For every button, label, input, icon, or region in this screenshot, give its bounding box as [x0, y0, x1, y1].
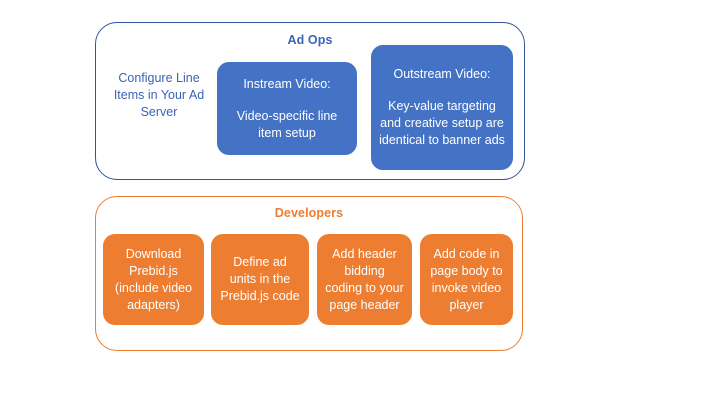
- card-invoke-video-player: Add code in page body to invoke video pl…: [420, 234, 513, 325]
- card-outstream-video-body: Key-value targeting and creative setup a…: [379, 99, 505, 147]
- card-download-prebid-body: Download Prebid.js (include video adapte…: [114, 246, 193, 312]
- card-define-ad-units: Define ad units in the Prebid.js code: [211, 234, 309, 325]
- ad-ops-note-text: Configure Line Items in Your Ad Server: [113, 71, 205, 119]
- card-outstream-video: Outstream Video: Key-value targeting and…: [371, 45, 513, 170]
- group-ad-ops-title: Ad Ops: [287, 33, 333, 47]
- card-header-bidding-code: Add header bidding coding to your page h…: [317, 234, 412, 325]
- card-invoke-video-player-body: Add code in page body to invoke video pl…: [430, 246, 503, 312]
- card-header-bidding-code-body: Add header bidding coding to your page h…: [325, 246, 404, 312]
- card-instream-video-body: Video-specific line item setup: [236, 108, 338, 140]
- card-outstream-video-heading: Outstream Video:: [393, 67, 491, 81]
- card-define-ad-units-body: Define ad units in the Prebid.js code: [220, 255, 300, 303]
- card-download-prebid: Download Prebid.js (include video adapte…: [103, 234, 204, 325]
- card-instream-video: Instream Video: Video-specific line item…: [217, 62, 357, 155]
- group-developers-title: Developers: [274, 206, 344, 220]
- card-instream-video-heading: Instream Video:: [243, 76, 331, 91]
